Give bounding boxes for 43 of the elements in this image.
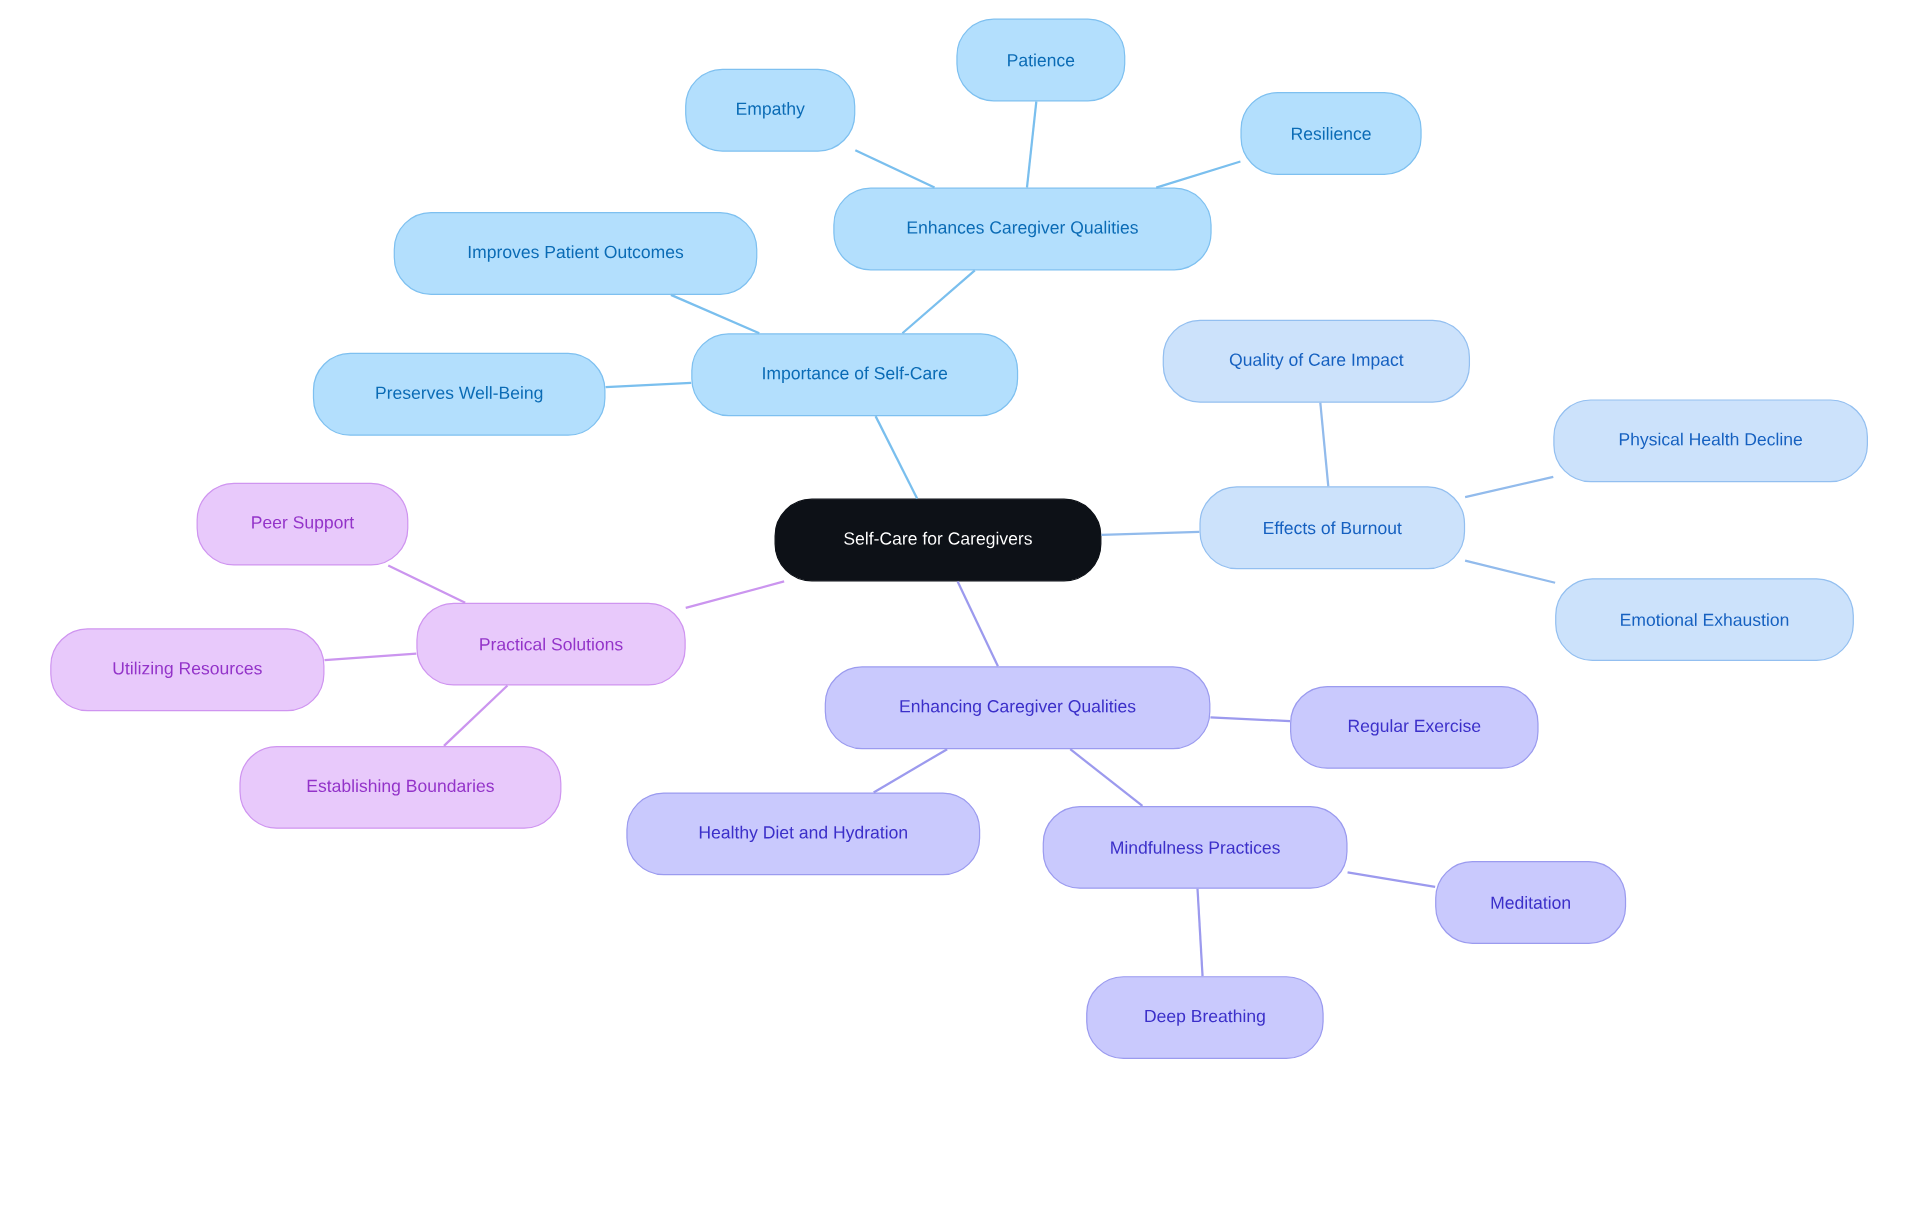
topic-box: Quality of Care Impact [1162, 319, 1470, 403]
connector-line [685, 580, 785, 610]
topic-box: Enhancing Caregiver Qualities [824, 666, 1211, 750]
connector-line [1101, 530, 1200, 537]
topic-box: Establishing Boundaries [239, 746, 562, 829]
connector-line [873, 748, 948, 794]
connector-line [901, 269, 976, 335]
connector-line [387, 564, 466, 604]
connector-line [956, 581, 999, 667]
topic-box: Mindfulness Practices [1042, 806, 1348, 889]
connector-line [1069, 748, 1144, 807]
connector-line [1464, 559, 1556, 584]
connector-line [854, 149, 936, 189]
topic-box: Effects of Burnout [1199, 486, 1466, 570]
connector-line [1210, 716, 1291, 723]
connector-line [874, 415, 919, 500]
topic-box: Importance of Self-Care [691, 333, 1019, 417]
topic-box: Resilience [1240, 92, 1422, 176]
topic-box: Meditation [1435, 861, 1627, 945]
connector-line [605, 381, 692, 389]
connector-line [1347, 871, 1436, 889]
topic-box: Self-Care for Caregivers [774, 498, 1102, 582]
topic-box: Practical Solutions [416, 602, 686, 686]
connector-line [1464, 476, 1554, 499]
connector-line [1025, 101, 1038, 188]
connector-line [1196, 888, 1204, 977]
connector-line [1319, 402, 1330, 487]
topic-box: Deep Breathing [1086, 976, 1324, 1060]
topic-box: Regular Exercise [1290, 686, 1539, 769]
topic-box: Healthy Diet and Hydration [626, 792, 981, 876]
connector-line [324, 652, 417, 662]
topic-box: Physical Health Decline [1553, 399, 1868, 483]
topic-box: Improves Patient Outcomes [393, 212, 758, 296]
connector-line [670, 294, 760, 335]
topic-box: Emotional Exhaustion [1555, 578, 1854, 662]
topic-box: Peer Support [196, 482, 409, 566]
topic-box: Empathy [685, 68, 856, 152]
topic-box: Utilizing Resources [50, 628, 325, 712]
connector-line [443, 684, 509, 747]
topic-box: Enhances Caregiver Qualities [833, 187, 1212, 271]
topic-box: Preserves Well-Being [312, 353, 606, 436]
connector-line [1155, 160, 1241, 189]
topic-box: Patience [956, 18, 1126, 102]
